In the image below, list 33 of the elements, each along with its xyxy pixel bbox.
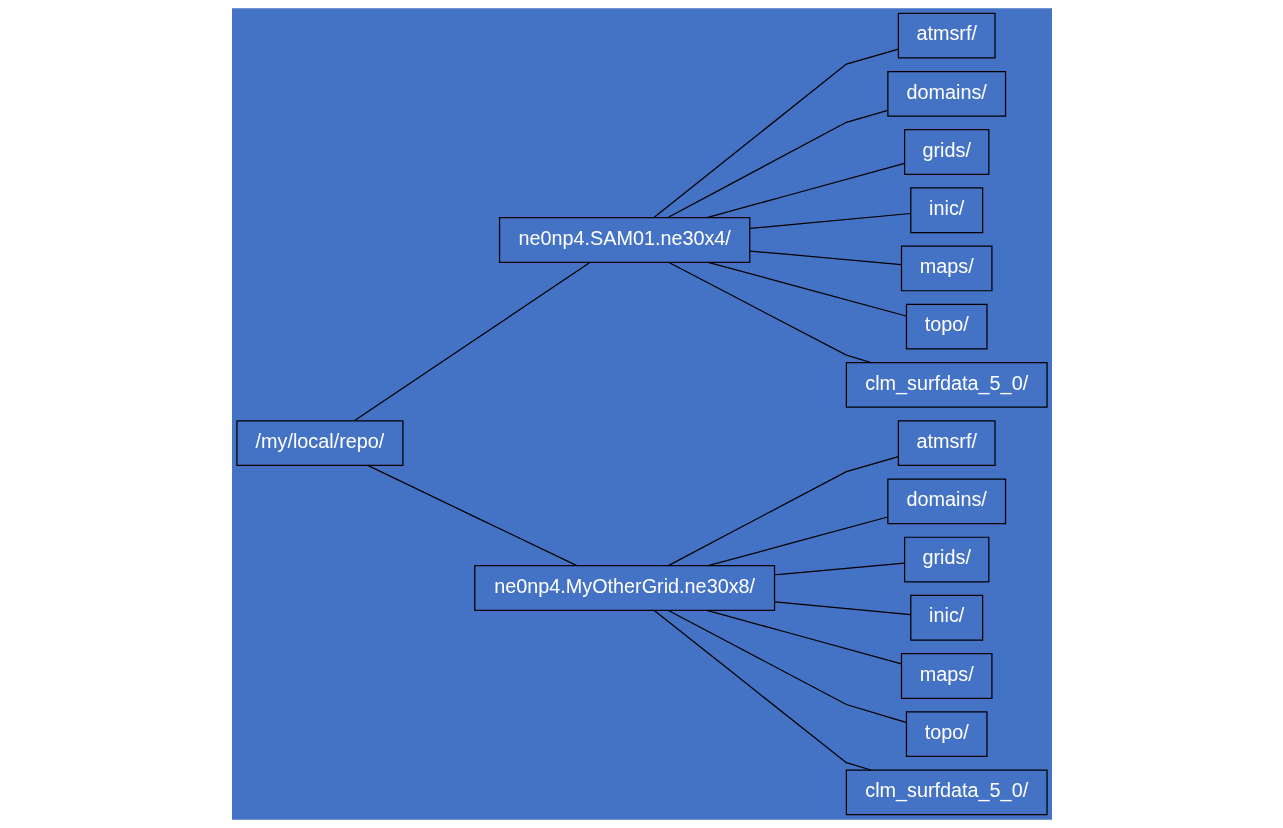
connector [773,601,911,616]
node-box: inic/ [909,594,983,641]
node-box: atmsrf/ [897,420,996,466]
node-box: /my/local/repo/ [235,420,404,466]
node-box: clm_surfdata_5_0/ [845,769,1048,816]
node-box: inic/ [909,187,983,234]
node-box: topo/ [905,303,988,350]
connector [653,609,871,771]
connector [667,456,899,567]
connector [366,464,577,567]
node-box: ne0np4.SAM01.ne30x4/ [498,217,750,263]
connector [666,109,888,219]
node-box: maps/ [900,245,993,292]
connector [705,609,902,665]
connector [748,250,902,266]
connector [707,516,888,567]
node-box: maps/ [900,653,993,699]
connector [667,609,907,724]
connector [667,261,871,364]
node-box: grids/ [903,536,989,583]
node-box: domains/ [886,70,1006,117]
connector [707,261,907,317]
node-box: grids/ [903,129,989,175]
connector [773,562,905,576]
node-box: atmsrf/ [897,12,996,59]
connector [705,162,905,219]
connector [353,261,591,422]
node-box: topo/ [905,711,988,758]
node-box: ne0np4.MyOtherGrid.ne30x8/ [473,565,775,611]
connector [748,212,911,230]
node-box: clm_surfdata_5_0/ [845,362,1048,408]
node-box: domains/ [886,478,1006,525]
connector [653,48,899,218]
